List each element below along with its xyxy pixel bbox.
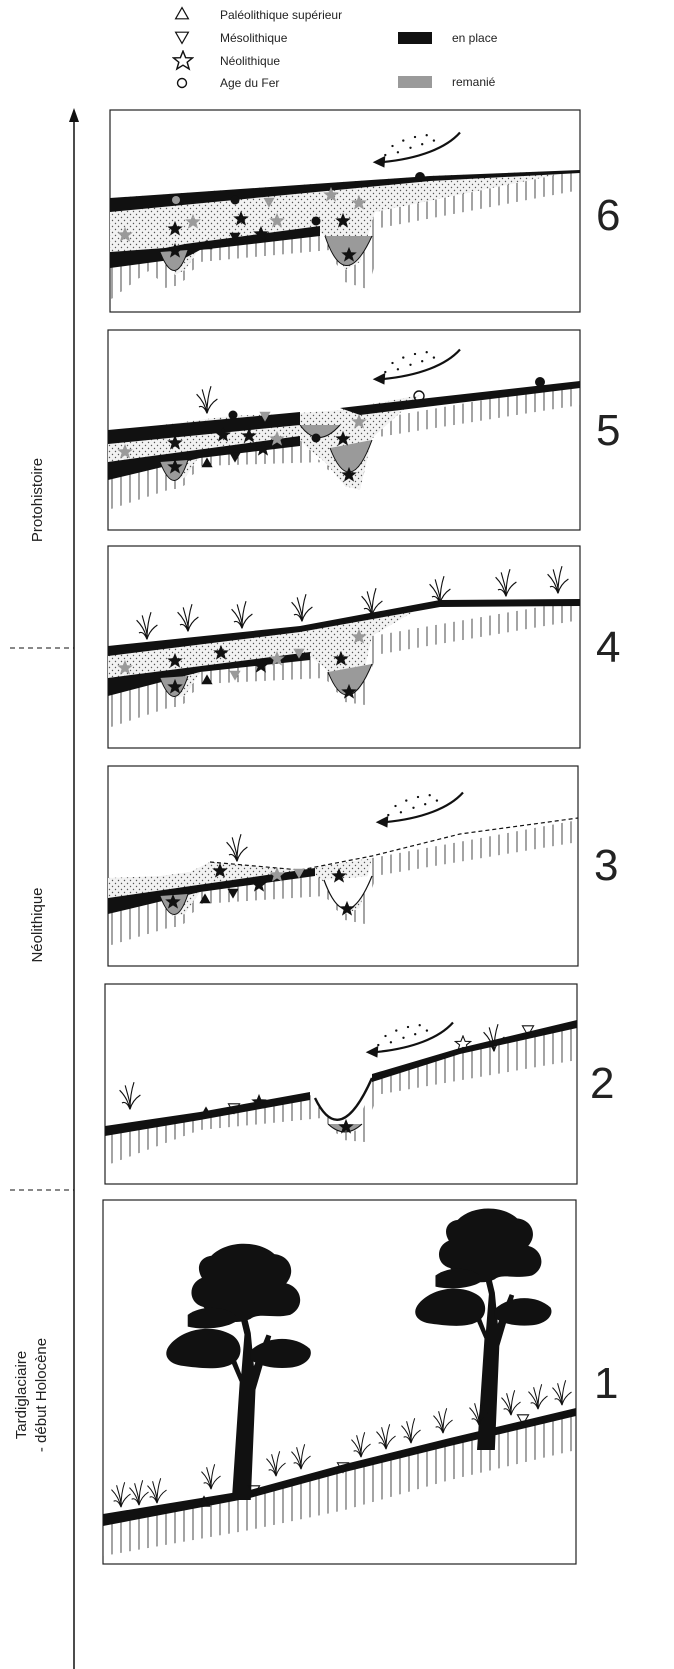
stage-panel-4 [107, 545, 581, 749]
time-axis: Protohistoire Néolithique Tardiglaciaire… [10, 108, 79, 1669]
circle-icon [415, 172, 425, 182]
bedrock-layer [108, 600, 580, 728]
panel-frame [107, 765, 579, 967]
legend-label-neolithique: Néolithique [220, 54, 280, 68]
stage-number-4: 4 [596, 623, 620, 672]
time-axis-arrowhead [69, 108, 79, 122]
stage-number-3: 3 [594, 841, 618, 890]
pit-fill [159, 249, 189, 271]
panel-frame [104, 983, 578, 1185]
circle-icon [311, 216, 321, 226]
stage-panel-3 [107, 765, 579, 967]
en-place-swatch [398, 32, 432, 44]
stage-panel-5 [107, 329, 581, 531]
triangle-up-icon [175, 6, 189, 20]
circle-icon [228, 410, 238, 420]
legend-item-neolithique: Néolithique [172, 50, 280, 70]
stage-panel-1 [102, 1199, 577, 1565]
bedrock-layer [110, 170, 580, 300]
circle-icon [230, 195, 240, 205]
bedrock-layer [103, 1410, 576, 1556]
circle-icon [172, 196, 180, 204]
bedrock-layer [108, 383, 580, 510]
star-icon [172, 50, 194, 70]
period-label-neolithique: Néolithique [29, 887, 46, 962]
buried-soil [108, 436, 300, 480]
circle-icon [311, 433, 321, 443]
stage-number-2: 2 [590, 1059, 614, 1108]
stage-number-5: 5 [596, 406, 620, 455]
stage-panel-6 [109, 109, 581, 313]
surface-soil [108, 412, 300, 444]
stage-number-6: 6 [596, 191, 620, 240]
period-label-protohistoire: Protohistoire [29, 458, 46, 542]
triangle-down-icon [175, 31, 189, 45]
bedrock-layer [108, 820, 578, 946]
period-label-tardiglaciaire: Tardiglaciaire [13, 1351, 30, 1439]
former-surface-line [209, 817, 579, 871]
legend: Paléolithique supérieur Mésolithique Néo… [172, 6, 498, 90]
surface-soil [340, 381, 580, 415]
legend-label-mesolithique: Mésolithique [220, 31, 288, 45]
legend-label-paleolithique: Paléolithique supérieur [220, 8, 342, 22]
legend-label-en-place: en place [452, 31, 498, 45]
circle-icon [176, 77, 188, 89]
legend-item-age-du-fer: Age du Fer [176, 76, 279, 90]
legend-item-en-place: en place [398, 31, 498, 45]
legend-label-age-du-fer: Age du Fer [220, 76, 279, 90]
gully-floor [313, 1077, 374, 1121]
stage-panel-2 [104, 983, 578, 1185]
remanie-swatch [398, 76, 432, 88]
period-label-debut-holocene: - début Holocène [33, 1338, 50, 1452]
legend-label-remanie: remanié [452, 75, 496, 89]
surface-soil [372, 1020, 577, 1082]
legend-item-mesolithique: Mésolithique [175, 31, 288, 45]
legend-item-remanie: remanié [398, 75, 496, 89]
circle-icon [413, 390, 425, 402]
surface-soil [108, 599, 580, 656]
legend-item-paleolithique: Paléolithique supérieur [175, 6, 342, 22]
buried-soil [108, 868, 315, 914]
stage-number-1: 1 [594, 1359, 618, 1408]
bedrock-layer [105, 1022, 577, 1166]
surface-soil [110, 170, 580, 212]
circle-icon [535, 377, 545, 387]
